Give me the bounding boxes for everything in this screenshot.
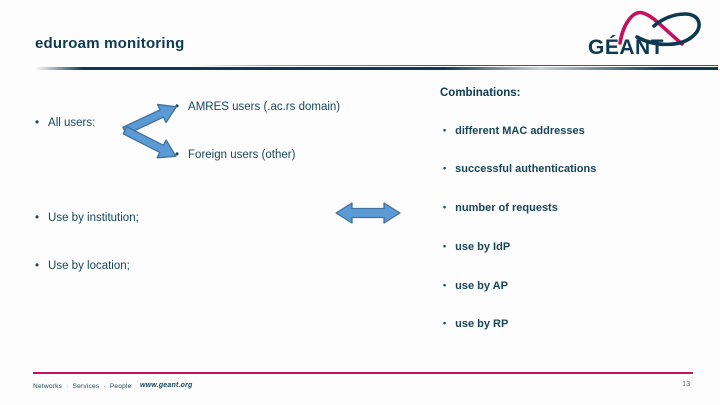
bullet-label: use by AP [443, 280, 508, 292]
bullet-amres-users: AMRES users (.ac.rs domain) [175, 101, 340, 113]
footer-website: www.geant.org [140, 382, 193, 389]
bullet-label: Use by institution; [35, 212, 139, 224]
bullet-foreign-users: Foreign users (other) [175, 149, 295, 161]
arrow-down-right-icon [122, 126, 177, 159]
footer-tagline-part: Networks [33, 383, 63, 390]
bullet-all-users: All users: [35, 117, 95, 129]
geant-swoosh-icon: GÉANT [588, 10, 701, 59]
footer-tagline: Networks · Services · People [33, 383, 132, 390]
bullet-label: All users: [35, 117, 95, 129]
page-title: eduroam monitoring [35, 35, 185, 52]
combinations-heading: Combinations: [440, 87, 521, 99]
footer-divider [33, 372, 693, 375]
bullet-label: successful authentications [443, 163, 596, 175]
bullet-label: AMRES users (.ac.rs domain) [175, 101, 340, 113]
bullet-label: number of requests [443, 202, 558, 214]
bullet-label: Foreign users (other) [175, 149, 295, 161]
bullet-use-by-location: Use by location; [35, 260, 130, 272]
logo-text: GÉANT [588, 36, 664, 59]
page-number: 13 [682, 379, 691, 388]
bullet-label: different MAC addresses [443, 125, 585, 137]
bullet-use-by-rp: use by RP [443, 318, 508, 330]
bullet-use-by-institution: Use by institution; [35, 212, 139, 224]
double-headed-arrow-icon [335, 202, 401, 224]
bullet-label: use by IdP [443, 241, 510, 253]
footer-tagline-part: People [109, 383, 132, 390]
header-divider-crimson [190, 64, 718, 67]
header-divider-navy [35, 67, 718, 70]
bullet-number-of-requests: number of requests [443, 202, 558, 214]
geant-logo: GÉANT [585, 4, 715, 60]
bullet-use-by-idp: use by IdP [443, 241, 510, 253]
bullet-label: Use by location; [35, 260, 130, 272]
bullet-use-by-ap: use by AP [443, 280, 508, 292]
bullet-successful-authentications: successful authentications [443, 163, 596, 175]
bullet-mac-addresses: different MAC addresses [443, 125, 585, 137]
footer-separator: · [103, 383, 106, 390]
bullet-label: use by RP [443, 318, 508, 330]
footer-tagline-part: Services [72, 383, 100, 390]
footer-separator: · [66, 383, 69, 390]
